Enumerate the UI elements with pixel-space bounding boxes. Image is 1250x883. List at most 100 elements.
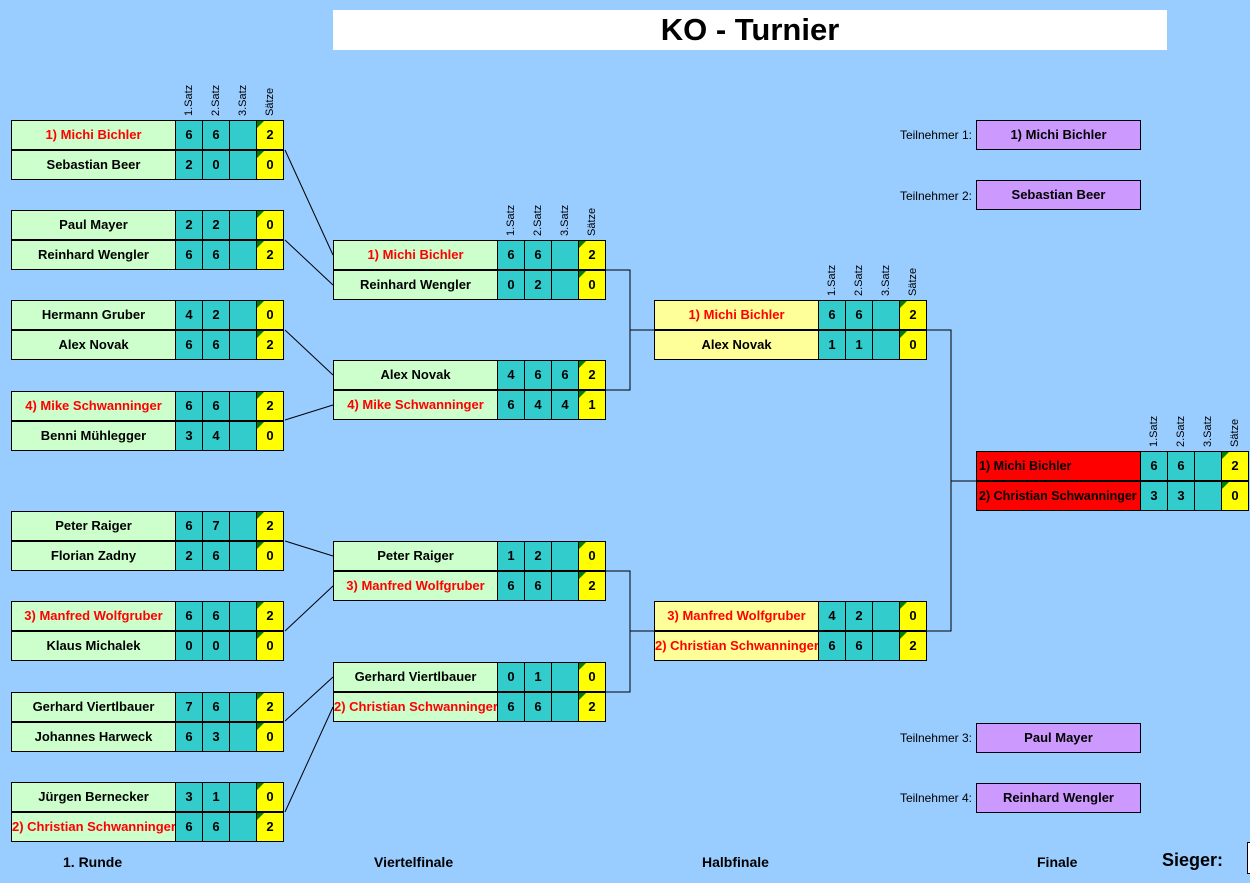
set-score-cell: 6 [525, 360, 552, 390]
set-score-cell: 6 [1168, 451, 1195, 481]
sets-won-cell: 0 [257, 722, 284, 752]
set-score-cell: 6 [846, 300, 873, 330]
participant-2-box: Sebastian Beer [976, 180, 1141, 210]
set-score-cell: 3 [1141, 481, 1168, 511]
set-score-cell [552, 662, 579, 692]
set-score-cell [230, 210, 257, 240]
sets-won-cell: 0 [257, 210, 284, 240]
player-name: Peter Raiger [333, 541, 498, 571]
set-score-cell: 6 [203, 240, 230, 270]
set-header: 2.Satz [853, 264, 865, 296]
sets-won-cell: 2 [900, 631, 927, 661]
set-score-cell: 4 [525, 390, 552, 420]
player-name: 2) Christian Schwanninger [654, 631, 819, 661]
set-score-cell: 6 [176, 240, 203, 270]
player-name: 2) Christian Schwanninger [333, 692, 498, 722]
player-name: 3) Manfred Wolfgruber [11, 601, 176, 631]
sets-won-cell: 2 [579, 571, 606, 601]
set-score-cell: 6 [498, 390, 525, 420]
player-name: Sebastian Beer [11, 150, 176, 180]
set-score-cell: 1 [846, 330, 873, 360]
sets-won-cell: 2 [1222, 451, 1249, 481]
set-score-cell: 6 [176, 391, 203, 421]
set-header: 1.Satz [826, 264, 838, 296]
player-name: Alex Novak [333, 360, 498, 390]
sets-won-cell: 0 [257, 541, 284, 571]
set-score-cell [1195, 481, 1222, 511]
participant-3-box: Paul Mayer [976, 723, 1141, 753]
set-score-cell: 0 [498, 662, 525, 692]
set-score-cell: 2 [176, 210, 203, 240]
set-score-cell: 3 [176, 782, 203, 812]
sets-won-cell: 0 [579, 541, 606, 571]
sets-won-cell: 0 [900, 601, 927, 631]
set-score-cell [230, 240, 257, 270]
set-score-cell: 1 [819, 330, 846, 360]
winner-label: Sieger: [1162, 850, 1224, 870]
set-score-cell: 0 [498, 270, 525, 300]
set-header: 2.Satz [210, 84, 222, 116]
set-score-cell: 6 [525, 240, 552, 270]
set-score-cell: 2 [203, 300, 230, 330]
set-header: 3.Satz [237, 84, 249, 116]
set-score-cell: 6 [525, 571, 552, 601]
sets-won-cell: 0 [257, 300, 284, 330]
set-score-cell: 4 [203, 421, 230, 451]
player-name: Alex Novak [654, 330, 819, 360]
set-score-cell: 7 [203, 511, 230, 541]
set-score-cell [1195, 451, 1222, 481]
set-score-cell [230, 150, 257, 180]
round-label-3: Halbfinale [702, 854, 769, 870]
sets-won-cell: 2 [257, 120, 284, 150]
set-score-cell: 6 [1141, 451, 1168, 481]
page-title: KO - Turnier [333, 10, 1167, 50]
set-score-cell [230, 601, 257, 631]
sets-won-cell: 0 [579, 662, 606, 692]
sets-won-cell: 2 [257, 692, 284, 722]
set-score-cell [230, 120, 257, 150]
set-score-cell: 6 [176, 330, 203, 360]
set-score-cell: 4 [552, 390, 579, 420]
sets-won-cell: 2 [257, 812, 284, 842]
set-score-cell [552, 240, 579, 270]
round-label-1: 1. Runde [63, 854, 123, 870]
set-score-cell [552, 270, 579, 300]
set-score-cell: 2 [176, 150, 203, 180]
set-score-cell [230, 692, 257, 722]
player-name: 1) Michi Bichler [333, 240, 498, 270]
set-score-cell [873, 330, 900, 360]
set-score-cell: 6 [203, 120, 230, 150]
player-name: Gerhard Viertlbauer [333, 662, 498, 692]
set-score-cell [552, 541, 579, 571]
set-score-cell: 6 [819, 631, 846, 661]
set-score-cell [552, 571, 579, 601]
player-name: 4) Mike Schwanninger [333, 390, 498, 420]
set-header: 1.Satz [1148, 415, 1160, 447]
set-score-cell: 6 [552, 360, 579, 390]
round-label-2: Viertelfinale [374, 854, 454, 870]
set-score-cell: 0 [203, 150, 230, 180]
set-header: Sätze [264, 87, 276, 116]
sets-won-cell: 0 [257, 150, 284, 180]
set-score-cell: 6 [176, 601, 203, 631]
